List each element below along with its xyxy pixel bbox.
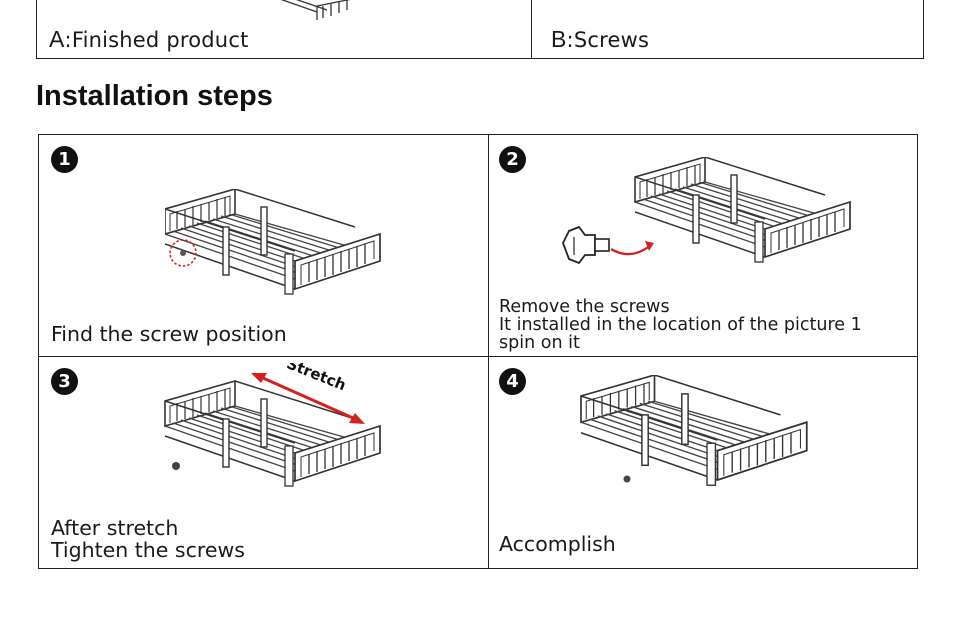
- step-4-caption-line: Accomplish: [499, 532, 616, 556]
- step-1-basket-illustration: [165, 189, 381, 295]
- step-4-caption: Accomplish: [499, 533, 616, 555]
- step-2-caption-line-2: It installed in the location of the pict…: [499, 315, 862, 335]
- screw-icon: [623, 475, 631, 483]
- step-1-caption-line: Find the screw position: [51, 322, 287, 346]
- part-b-label: B:Screws: [551, 26, 650, 52]
- step-4-illustration: [580, 375, 808, 487]
- step-3-caption-line-2: Tighten the screws: [51, 538, 245, 562]
- step-2-caption-line-1: Remove the screws: [499, 297, 670, 317]
- step-2-caption: Remove the screws It installed in the lo…: [499, 298, 862, 352]
- part-a-label: A:Finished product: [49, 26, 249, 52]
- move-arrow-icon: [610, 244, 652, 256]
- screw-icon: [172, 462, 180, 470]
- step-2-caption-line-3: spin on it: [499, 333, 580, 353]
- parts-table: A:Finished product B:Screws: [36, 0, 924, 59]
- step-3-caption-line-1: After stretch: [51, 516, 179, 540]
- step-3-illustration: Stretch: [164, 363, 381, 487]
- stretch-label: Stretch: [284, 363, 349, 394]
- step-1-caption: Find the screw position: [51, 323, 287, 345]
- screw-position-marker-icon: [169, 239, 197, 267]
- step-3-number: 3: [51, 368, 78, 395]
- grid-vertical-divider: [488, 135, 489, 568]
- step-1-number: 1: [51, 146, 78, 173]
- step-2-illustration: [562, 157, 851, 265]
- finished-product-illustration: [280, 0, 351, 20]
- section-title: Installation steps: [36, 80, 273, 112]
- removed-screw-icon: [562, 225, 610, 265]
- step-2-number: 2: [499, 146, 526, 173]
- screw-icon: [180, 250, 186, 256]
- installation-steps-grid: 1 Find the screw position 2 Remove the s…: [38, 134, 918, 569]
- grid-horizontal-divider: [39, 356, 917, 357]
- step-4-number: 4: [499, 368, 526, 395]
- step-3-caption: After stretch Tighten the screws: [51, 517, 245, 561]
- parts-table-divider: [531, 0, 532, 58]
- stretch-arrow-icon: [262, 376, 354, 420]
